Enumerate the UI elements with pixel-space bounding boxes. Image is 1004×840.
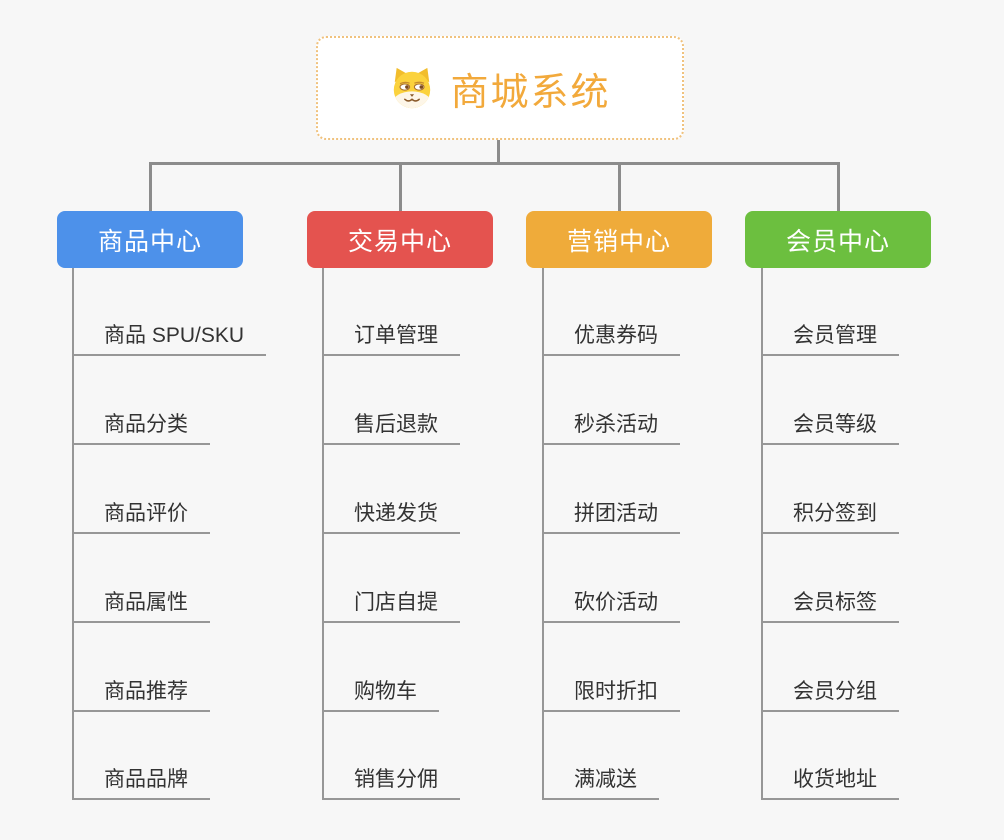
branch-trunk-marketing <box>542 268 544 800</box>
connector-stub-1 <box>149 162 152 211</box>
connector-root-drop <box>497 140 500 163</box>
leaf-node[interactable]: 优惠券码 <box>542 320 680 356</box>
leaf-node[interactable]: 会员分组 <box>761 676 899 712</box>
leaf-node[interactable]: 收货地址 <box>761 764 899 800</box>
leaf-node[interactable]: 快递发货 <box>322 498 460 534</box>
leaf-node[interactable]: 积分签到 <box>761 498 899 534</box>
leaf-node[interactable]: 商品属性 <box>72 587 210 623</box>
leaf-node[interactable]: 满减送 <box>542 764 659 800</box>
leaf-node[interactable]: 商品 SPU/SKU <box>72 320 267 356</box>
branch-trunk-trade <box>322 268 324 800</box>
root-title: 商城系统 <box>450 71 611 114</box>
connector-stub-3 <box>618 162 621 211</box>
leaf-node[interactable]: 售后退款 <box>322 409 460 445</box>
connector-stub-4 <box>837 162 840 211</box>
branch-trunk-products <box>72 268 74 800</box>
branch-node-members[interactable]: 会员中心 <box>745 211 931 268</box>
root-node[interactable]: 商城系统 <box>316 36 684 140</box>
leaf-node[interactable]: 砍价活动 <box>542 587 680 623</box>
branch-node-products[interactable]: 商品中心 <box>57 211 243 268</box>
connector-bus <box>149 162 840 165</box>
connector-stub-2 <box>399 162 402 211</box>
branch-trunk-members <box>761 268 763 800</box>
leaf-node[interactable]: 会员标签 <box>761 587 899 623</box>
leaf-node[interactable]: 商品分类 <box>72 409 210 445</box>
leaf-node[interactable]: 门店自提 <box>322 587 460 623</box>
leaf-node[interactable]: 会员管理 <box>761 320 899 356</box>
leaf-node[interactable]: 商品品牌 <box>72 764 210 800</box>
leaf-node[interactable]: 购物车 <box>322 676 439 712</box>
branch-node-trade[interactable]: 交易中心 <box>307 211 493 268</box>
leaf-node[interactable]: 拼团活动 <box>542 498 680 534</box>
leaf-node[interactable]: 限时折扣 <box>542 676 680 712</box>
branch-node-marketing[interactable]: 营销中心 <box>526 211 712 268</box>
dog-face-icon <box>394 67 431 109</box>
leaf-node[interactable]: 会员等级 <box>761 409 899 445</box>
leaf-node[interactable]: 订单管理 <box>322 320 460 356</box>
leaf-node[interactable]: 销售分佣 <box>322 764 460 800</box>
leaf-node[interactable]: 商品评价 <box>72 498 210 534</box>
leaf-node[interactable]: 商品推荐 <box>72 676 210 712</box>
leaf-node[interactable]: 秒杀活动 <box>542 409 680 445</box>
